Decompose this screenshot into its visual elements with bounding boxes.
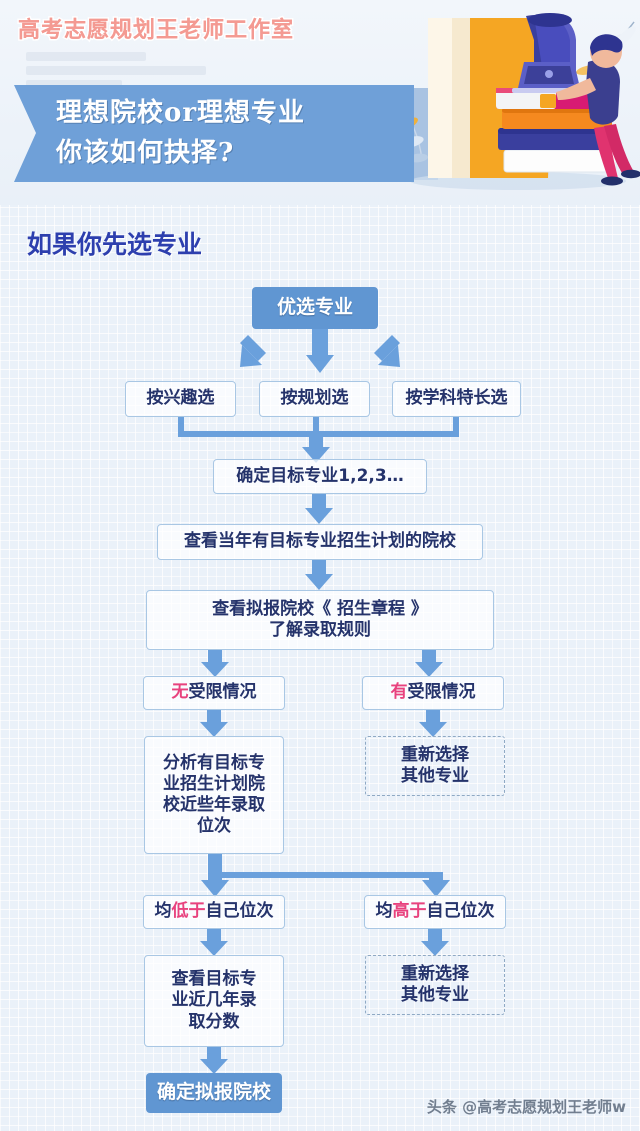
node-rank-higher-highlight: 高于 [392, 901, 427, 922]
node-branch-1-label: 按规划选 [280, 388, 349, 409]
node-branch-2-label: 按学科特长选 [405, 388, 508, 409]
merge-connector [178, 417, 459, 463]
node-reselect-a[interactable]: 重新选择 其他专业 [365, 736, 505, 796]
node-charter[interactable]: 查看拟报院校《 招生章程 》 了解录取规则 [146, 590, 494, 650]
arrows-below-rank [200, 929, 449, 956]
node-no-restriction-rest: 受限情况 [188, 682, 257, 703]
node-rank-lower-prefix: 均 [154, 901, 172, 922]
node-analyze-rank-line-3: 校近些年录取 [163, 795, 265, 815]
node-final-label: 确定拟报院校 [156, 1081, 271, 1104]
node-start-label: 优选专业 [276, 296, 353, 319]
hero-banner: 高考志愿规划王老师工作室 高考志愿规划王老师工作室 理想院校or理想专业 你该如… [0, 0, 640, 205]
node-check-scores-line-2: 业近几年录 [171, 990, 257, 1011]
arrows-below-restriction [200, 710, 447, 737]
node-rank-higher-rest: 自己位次 [426, 901, 495, 922]
node-branch-1[interactable]: 按规划选 [259, 381, 370, 417]
node-charter-line-1: 查看拟报院校《 招生章程 》 [212, 598, 428, 619]
node-reselect-a-line-2: 其他专业 [401, 766, 469, 786]
node-start[interactable]: 优选专业 [252, 287, 378, 329]
studio-title: 高考志愿规划王老师工作室 [18, 18, 295, 43]
node-reselect-b-line-2: 其他专业 [401, 985, 469, 1005]
node-check-plans-label: 查看当年有目标专业招生计划的院校 [184, 531, 456, 552]
node-rank-lower[interactable]: 均低于自己位次 [143, 895, 285, 929]
node-analyze-rank-line-2: 业招生计划院 [163, 773, 265, 794]
node-has-restriction-prefix: 有 [390, 682, 408, 703]
node-branch-0-label: 按兴趣选 [146, 388, 215, 409]
headline-line-2: 你该如何抉择? [56, 138, 235, 168]
node-has-restriction-rest: 受限情况 [407, 682, 476, 703]
node-analyze-rank-line-1: 分析有目标专 [163, 752, 265, 773]
studio-title-outline: 高考志愿规划王老师工作室 [16, 17, 295, 45]
node-branch-0[interactable]: 按兴趣选 [125, 381, 236, 417]
watermark: 头条 @高考志愿规划王老师w [426, 1098, 626, 1116]
node-reselect-a-line-1: 重新选择 [401, 744, 469, 765]
arrow-to-plans [305, 494, 333, 524]
node-no-restriction-prefix: 无 [171, 682, 189, 703]
node-final[interactable]: 确定拟报院校 [146, 1073, 282, 1113]
node-check-plans[interactable]: 查看当年有目标专业招生计划的院校 [157, 524, 483, 560]
node-check-scores-line-3: 取分数 [188, 1011, 240, 1032]
section-title: 如果你先选专业 [27, 230, 203, 259]
books-illustration [394, 0, 640, 205]
node-rank-higher[interactable]: 均高于自己位次 [364, 895, 506, 929]
headline-line-1: 理想院校or理想专业 [56, 98, 306, 128]
node-target-majors-label: 确定目标专业1,2,3… [236, 465, 404, 486]
headline-ribbon: 理想院校or理想专业 你该如何抉择? [14, 85, 414, 182]
node-analyze-rank-line-4: 位次 [197, 816, 231, 837]
node-branch-2[interactable]: 按学科特长选 [392, 381, 521, 417]
node-no-restriction[interactable]: 无受限情况 [143, 676, 285, 710]
node-check-scores-line-1: 查看目标专 [171, 969, 257, 990]
arrow-to-charter [305, 560, 333, 590]
split-arrows-restriction [201, 650, 443, 677]
node-target-majors[interactable]: 确定目标专业1,2,3… [213, 459, 427, 494]
node-charter-line-2: 了解录取规则 [269, 620, 371, 640]
node-rank-lower-highlight: 低于 [171, 901, 206, 922]
fanout-arrows [240, 329, 400, 373]
node-analyze-rank[interactable]: 分析有目标专 业招生计划院 校近些年录取 位次 [144, 736, 284, 854]
node-has-restriction[interactable]: 有受限情况 [362, 676, 504, 710]
arrow-to-final [200, 1047, 228, 1074]
node-check-scores[interactable]: 查看目标专 业近几年录 取分数 [144, 955, 284, 1047]
node-reselect-b[interactable]: 重新选择 其他专业 [365, 955, 505, 1015]
node-rank-higher-prefix: 均 [375, 901, 393, 922]
node-rank-lower-rest: 自己位次 [205, 901, 274, 922]
node-reselect-b-line-1: 重新选择 [401, 963, 469, 984]
headline-text: 理想院校or理想专业 你该如何抉择? [56, 93, 305, 173]
split-arrows-rank [201, 854, 450, 897]
